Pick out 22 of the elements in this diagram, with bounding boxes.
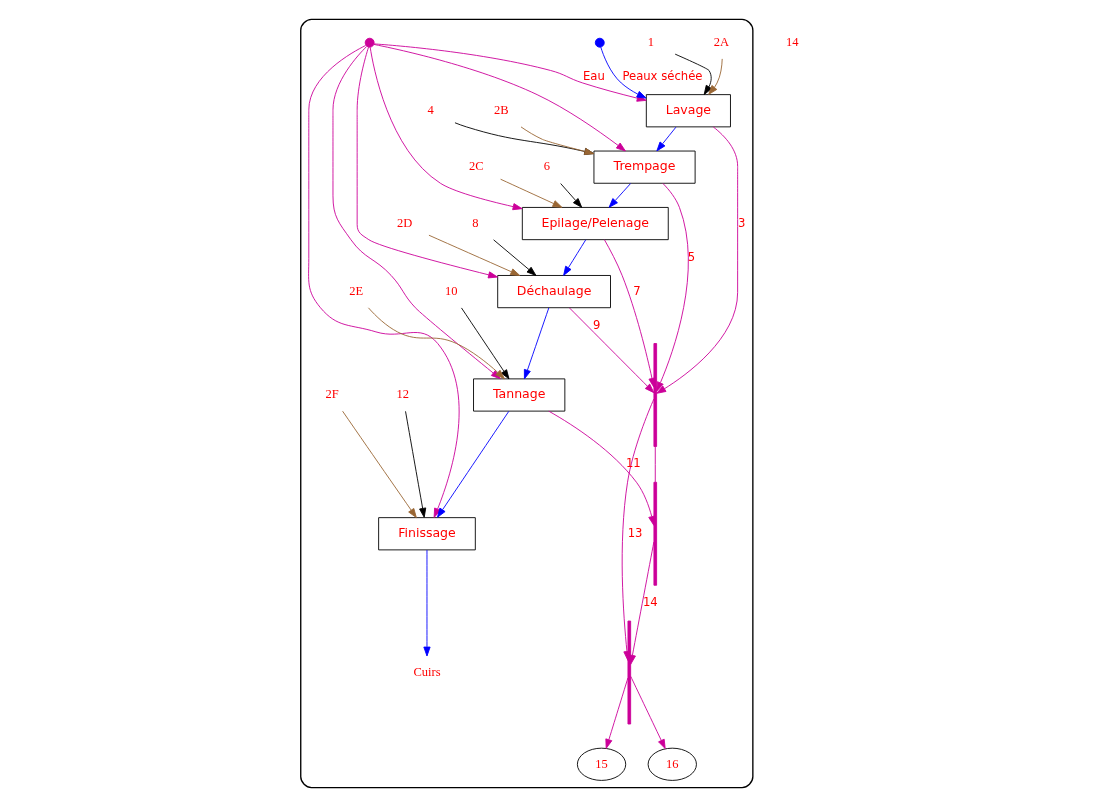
node-text: 2F <box>325 387 339 402</box>
node-text: 12 <box>396 387 410 402</box>
edge-label: 13 <box>627 525 643 540</box>
node-text: Cuirs <box>413 664 441 679</box>
node-text: 2A <box>713 35 730 50</box>
node-text: 2C <box>468 159 484 174</box>
node-text: 8 <box>472 215 479 230</box>
node-text: 2B <box>493 103 509 118</box>
edge-label: 9 <box>592 317 601 332</box>
edge-label: Peaux séchée <box>622 68 703 83</box>
label: 14 <box>785 35 799 50</box>
edge-label: 3 <box>737 215 746 230</box>
node-text: 10 <box>444 283 458 298</box>
edge-label: 7 <box>633 283 641 298</box>
node-text: 4 <box>427 103 434 118</box>
edge-label: 14 <box>642 595 658 610</box>
node-text: 2D <box>396 215 413 230</box>
edge-label: Eau <box>583 68 605 83</box>
node-text: 6 <box>543 159 551 174</box>
node-text: 2E <box>349 283 364 298</box>
edge-label: 11 <box>625 456 641 471</box>
node-text: 1 <box>647 35 654 50</box>
